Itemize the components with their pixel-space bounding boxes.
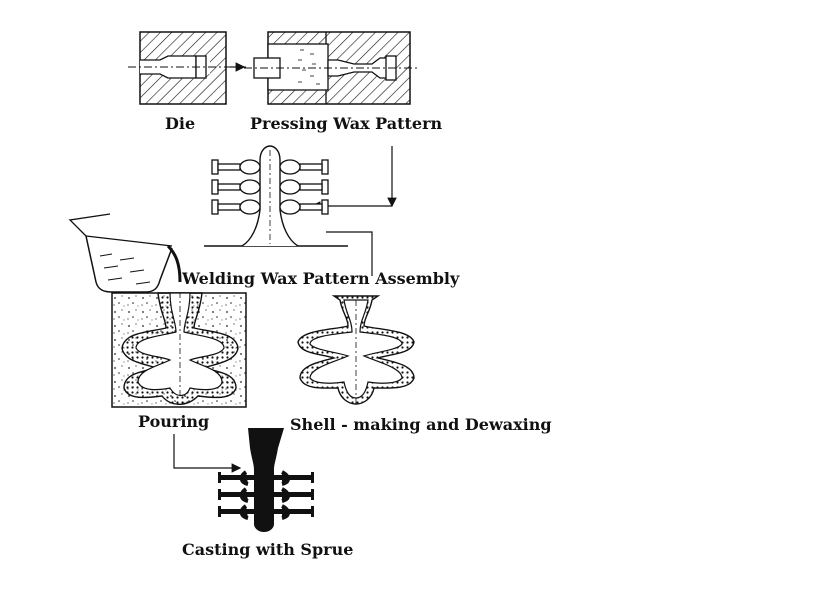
shell-label: Shell - making and Dewaxing xyxy=(290,415,552,434)
pouring-label: Pouring xyxy=(138,412,210,431)
die-illustration xyxy=(128,31,246,105)
pressing-label: Pressing Wax Pattern xyxy=(250,114,443,133)
casting-illustration xyxy=(218,428,314,532)
pouring-mold-illustration xyxy=(111,292,247,408)
shell-dewaxing-illustration xyxy=(297,295,415,405)
pressing-wax-illustration xyxy=(244,31,418,105)
casting-label: Casting with Sprue xyxy=(182,540,354,559)
welding-label: Welding Wax Pattern Assembly xyxy=(182,269,460,288)
ladle-illustration xyxy=(68,213,182,293)
welding-assembly-illustration xyxy=(204,145,348,247)
arrow-assembly-to-shell xyxy=(326,231,373,276)
arrow-pouring-to-casting xyxy=(173,434,242,473)
die-label: Die xyxy=(165,114,196,133)
